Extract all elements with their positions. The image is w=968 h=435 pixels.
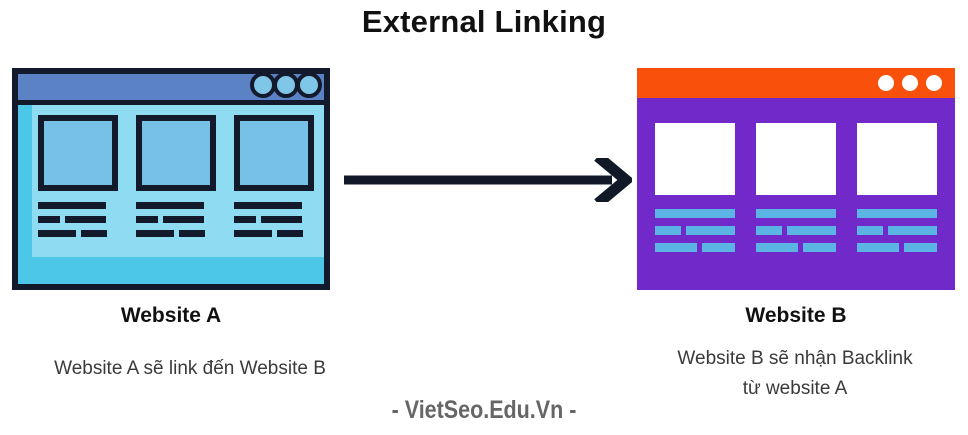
- website-a-window-controls: [250, 72, 322, 98]
- text-line-row: [857, 209, 937, 218]
- thumbnail-image: [234, 115, 314, 191]
- thumbnail-image: [857, 123, 937, 195]
- text-bar: [65, 216, 106, 223]
- website-a-description: Website A sẽ link đến Website B: [54, 358, 326, 379]
- text-bar: [163, 216, 204, 223]
- text-line-row: [857, 243, 937, 252]
- text-line-row: [857, 226, 937, 235]
- text-bar: [277, 230, 303, 237]
- thumbnail-image: [655, 123, 735, 195]
- text-bar: [857, 209, 937, 218]
- website-a-card: [136, 115, 216, 244]
- text-bar: [904, 243, 937, 252]
- text-line-row: [756, 243, 836, 252]
- text-line-row: [38, 216, 118, 223]
- text-bar: [686, 226, 735, 235]
- text-bar: [655, 226, 681, 235]
- text-bar: [38, 216, 60, 223]
- text-bar: [234, 230, 272, 237]
- text-line-row: [234, 202, 314, 209]
- website-a-card: [234, 115, 314, 244]
- text-line-row: [136, 202, 216, 209]
- website-a-browser-window: [12, 68, 330, 290]
- links-to-arrow: [344, 152, 635, 208]
- website-b-content-area: [637, 98, 955, 290]
- text-placeholder-lines: [234, 202, 314, 237]
- thumbnail-image: [136, 115, 216, 191]
- website-b-description: Website B sẽ nhận Backlink từ website A: [620, 344, 968, 404]
- website-b-card: [655, 123, 735, 260]
- website-b-description-line-2: từ website A: [742, 378, 848, 399]
- arrow-right-icon: [344, 152, 635, 208]
- text-bar: [857, 243, 899, 252]
- text-line-row: [136, 230, 216, 237]
- text-bar: [261, 216, 302, 223]
- text-bar: [136, 202, 204, 209]
- text-line-row: [655, 209, 735, 218]
- text-bar: [81, 230, 107, 237]
- website-b-heading: Website B: [745, 304, 847, 327]
- text-line-row: [756, 209, 836, 218]
- text-bar: [234, 202, 302, 209]
- window-dot-icon[interactable]: [926, 75, 942, 91]
- text-line-row: [234, 230, 314, 237]
- text-bar: [756, 209, 836, 218]
- text-bar: [702, 243, 735, 252]
- thumbnail-image: [756, 123, 836, 195]
- text-bar: [179, 230, 205, 237]
- text-bar: [38, 202, 106, 209]
- text-placeholder-lines: [857, 209, 937, 252]
- website-b-card: [857, 123, 937, 260]
- window-dot-icon[interactable]: [878, 75, 894, 91]
- text-placeholder-lines: [756, 209, 836, 252]
- text-bar: [136, 216, 158, 223]
- website-b-card: [756, 123, 836, 260]
- text-line-row: [38, 230, 118, 237]
- text-bar: [136, 230, 174, 237]
- text-line-row: [655, 243, 735, 252]
- website-a-titlebar: [18, 72, 324, 100]
- site-watermark: - VietSeo.Edu.Vn -: [391, 396, 577, 424]
- text-bar: [803, 243, 836, 252]
- thumbnail-image: [38, 115, 118, 191]
- text-placeholder-lines: [38, 202, 118, 237]
- text-line-row: [655, 226, 735, 235]
- text-line-row: [756, 226, 836, 235]
- window-dot-icon[interactable]: [250, 72, 276, 98]
- text-bar: [655, 209, 735, 218]
- website-a-heading: Website A: [120, 304, 222, 327]
- website-b-card-row: [655, 123, 937, 260]
- website-a-content-area: [18, 105, 324, 284]
- website-b-window-controls: [878, 75, 942, 91]
- text-bar: [787, 226, 836, 235]
- website-a-card-row: [32, 115, 318, 244]
- window-dot-icon[interactable]: [296, 72, 322, 98]
- text-placeholder-lines: [655, 209, 735, 252]
- text-bar: [756, 243, 798, 252]
- text-bar: [857, 226, 883, 235]
- text-line-row: [136, 216, 216, 223]
- text-bar: [756, 226, 782, 235]
- text-bar: [888, 226, 937, 235]
- window-dot-icon[interactable]: [902, 75, 918, 91]
- text-line-row: [234, 216, 314, 223]
- text-bar: [655, 243, 697, 252]
- text-placeholder-lines: [136, 202, 216, 237]
- website-b-titlebar: [637, 68, 955, 98]
- page-title: External Linking: [361, 4, 607, 39]
- text-bar: [38, 230, 76, 237]
- text-bar: [234, 216, 256, 223]
- website-a-card: [38, 115, 118, 244]
- website-b-description-line-1: Website B sẽ nhận Backlink: [677, 348, 913, 369]
- text-line-row: [38, 202, 118, 209]
- website-b-browser-window: [637, 68, 955, 290]
